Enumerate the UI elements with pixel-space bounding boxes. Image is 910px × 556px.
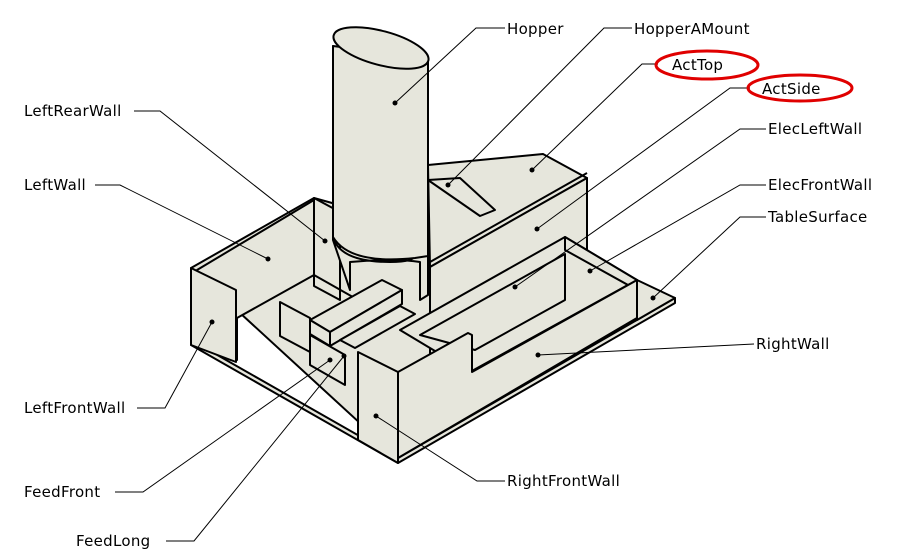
label-left-rear-wall: LeftRearWall xyxy=(24,102,122,120)
right-wall-part xyxy=(397,279,638,459)
label-act-side: ActSide xyxy=(762,80,821,98)
feed-parts xyxy=(279,279,416,386)
label-right-front-wall: RightFrontWall xyxy=(507,472,620,490)
label-elec-front-wall: ElecFrontWall xyxy=(768,176,872,194)
label-feed-front: FeedFront xyxy=(24,483,100,501)
table-surface-part xyxy=(636,279,676,321)
highlight-act-side xyxy=(746,73,854,103)
right-front-wall-part xyxy=(357,351,399,464)
label-left-front-wall: LeftFrontWall xyxy=(24,399,125,417)
hopper-part xyxy=(332,26,430,301)
label-feed-long: FeedLong xyxy=(76,532,151,550)
label-elec-left-wall: ElecLeftWall xyxy=(768,120,862,138)
label-hopper: Hopper xyxy=(507,20,564,38)
label-hopper-a-mount: HopperAMount xyxy=(634,20,750,38)
label-left-wall: LeftWall xyxy=(24,176,86,194)
hopper-mount-part xyxy=(427,177,496,217)
label-right-wall: RightWall xyxy=(756,335,830,353)
left-front-wall-part xyxy=(190,267,237,363)
label-act-top: ActTop xyxy=(672,56,723,74)
label-table-surface: TableSurface xyxy=(767,208,868,226)
callout-leaders xyxy=(95,27,766,542)
highlight-act-top xyxy=(654,49,760,81)
